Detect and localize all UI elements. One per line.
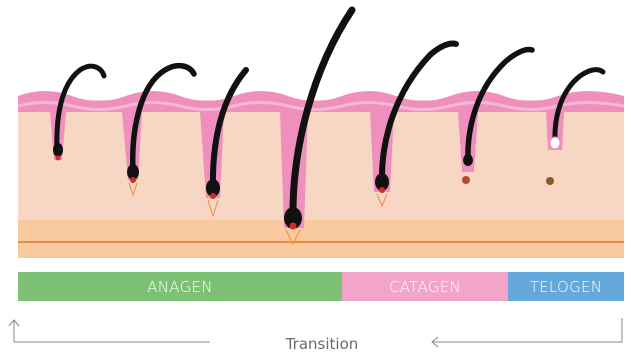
phase-bar: ANAGEN CATAGEN TELOGEN: [18, 272, 624, 301]
dermal-papilla: [546, 177, 554, 185]
phase-label-catagen: CATAGEN: [389, 278, 461, 296]
dermal-papilla: [56, 156, 61, 161]
fat-layer: [18, 220, 624, 258]
club-hair-bulb: [550, 137, 560, 149]
transition-arrow-left: [14, 321, 210, 342]
dermis-layer: [18, 100, 624, 225]
skin-cross-section: [18, 91, 624, 258]
hair-bulb: [463, 154, 473, 166]
transition-arrow-right: [432, 318, 622, 342]
phase-label-anagen: ANAGEN: [147, 278, 213, 296]
phase-label-telogen: TELOGEN: [530, 278, 603, 296]
dermal-papilla: [130, 177, 136, 183]
dermal-papilla: [379, 187, 385, 193]
transition-label: Transition: [285, 335, 359, 353]
hair-bulb: [53, 143, 63, 157]
dermal-papilla: [210, 193, 216, 199]
dermal-papilla: [462, 176, 470, 184]
dermal-papilla: [290, 223, 297, 230]
